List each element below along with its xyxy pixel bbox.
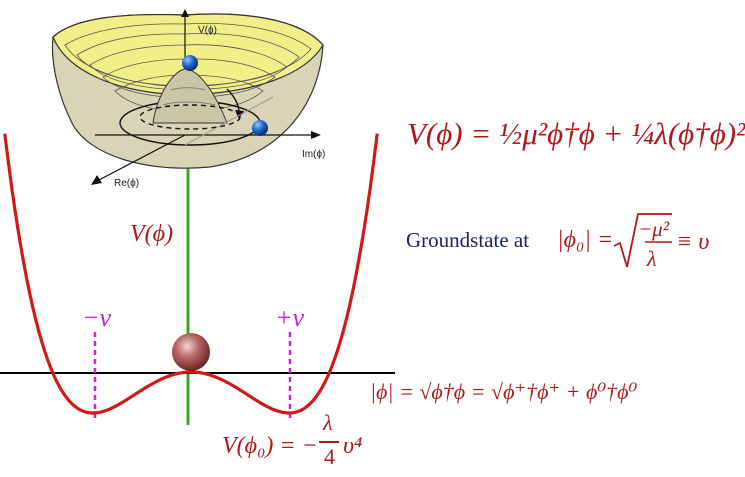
groundstate-denominator: λ bbox=[647, 246, 657, 271]
groundstate-prefix: Groundstate at bbox=[406, 228, 530, 252]
potential-formula: V(ϕ) = ½μ²ϕ†ϕ + ¼λ(ϕ†ϕ)² bbox=[407, 116, 745, 151]
minus-v-label: −v bbox=[82, 303, 112, 332]
surface-imag-axis-label: Im(ϕ) bbox=[302, 149, 326, 160]
plus-v-label: +v bbox=[275, 303, 305, 332]
minimum-lhs: V(ϕ₀) = − bbox=[222, 433, 318, 459]
potential-curve bbox=[3, 133, 379, 415]
minimum-fraction-bar bbox=[319, 441, 339, 443]
mexican-hat-surface bbox=[51, 9, 324, 185]
groundstate-lhs: |ϕ₀| = bbox=[557, 227, 614, 253]
groundstate-rhs: ≡ υ bbox=[676, 229, 710, 255]
ball-at-maximum bbox=[172, 333, 210, 371]
surface-vertical-axis-label: V(ϕ) bbox=[198, 25, 217, 36]
v-axis-label: V(ϕ) bbox=[130, 221, 174, 247]
minimum-numerator: λ bbox=[323, 410, 333, 435]
surface-real-axis-label: Re(ϕ) bbox=[114, 178, 140, 189]
groundstate-numerator: −μ² bbox=[638, 217, 670, 241]
groundstate-sqrt-sign bbox=[613, 213, 672, 268]
minimum-rhs: υ⁴ bbox=[343, 433, 363, 459]
minimum-denominator: 4 bbox=[324, 444, 335, 469]
abs-phi-definition: |ϕ| = √ϕ†ϕ = √ϕ⁺†ϕ⁺ + ϕ⁰†ϕ⁰ bbox=[370, 379, 638, 404]
